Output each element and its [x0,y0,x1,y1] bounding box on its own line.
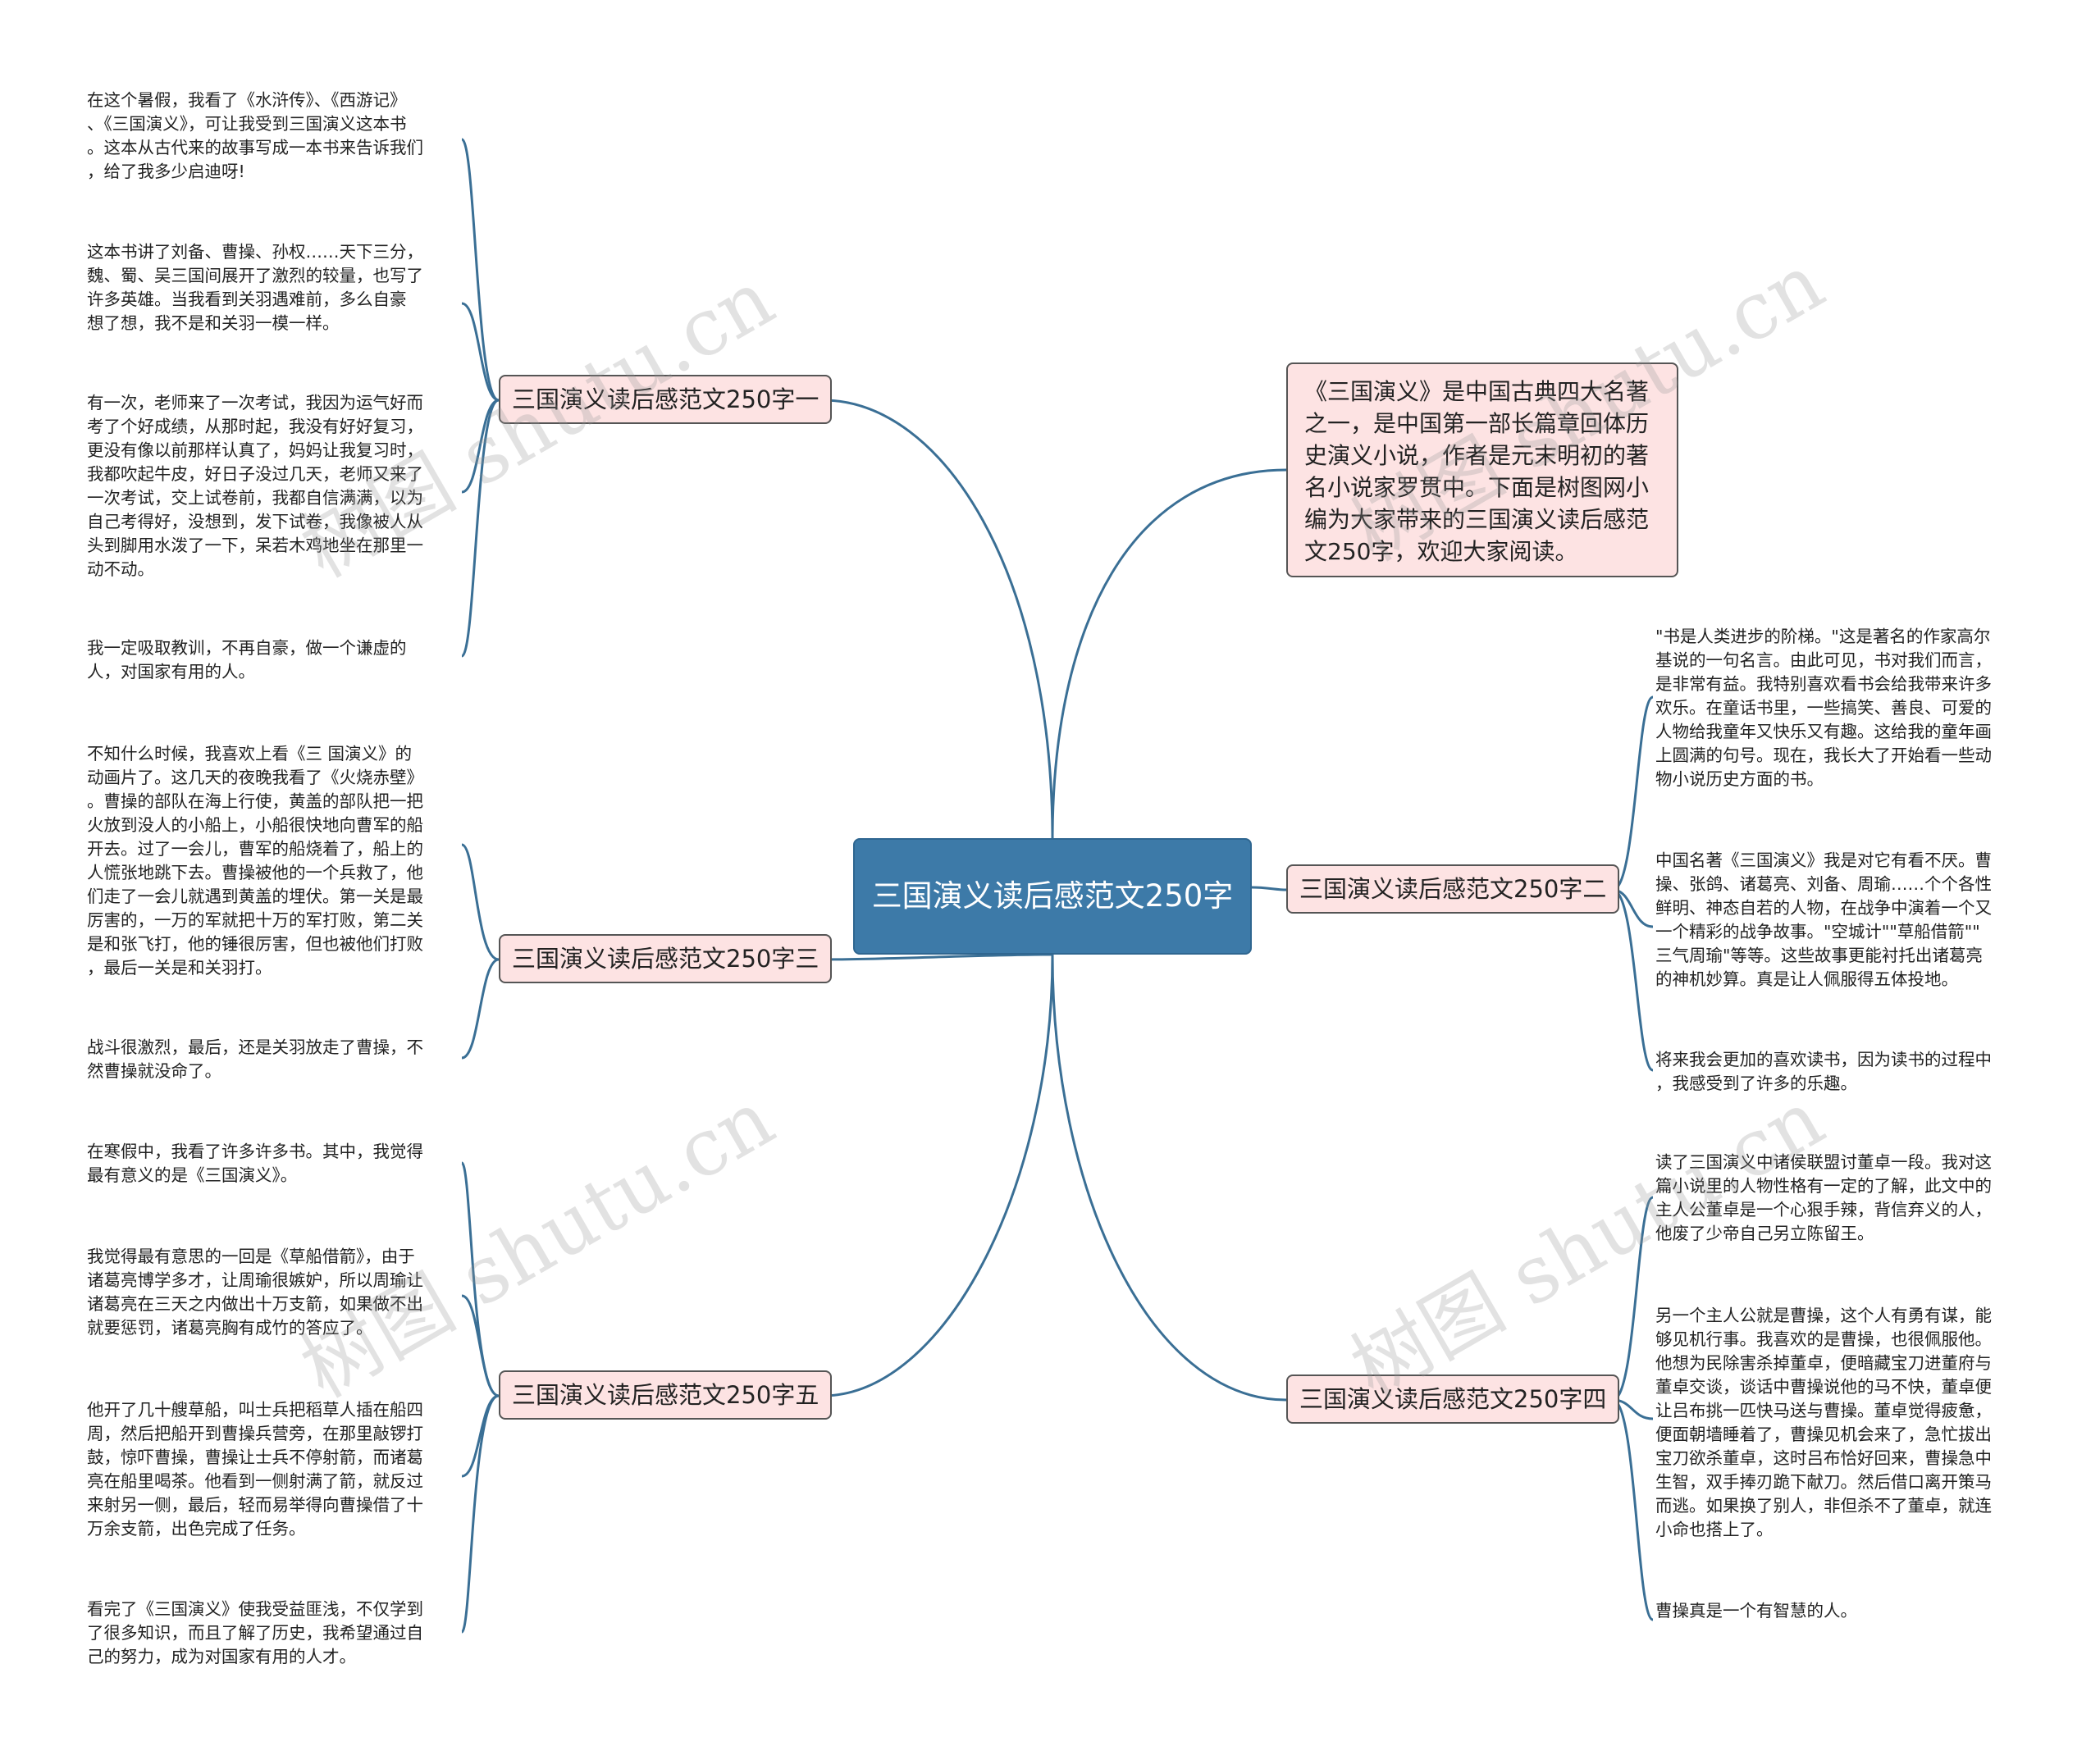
branch-5[interactable]: 三国演义读后感范文250字五 [499,1370,833,1420]
leaf-1-2: 这本书讲了刘备、曹操、孙权……天下三分， 魏、蜀、吴三国间展开了激烈的较量，也写… [87,242,423,333]
leaf-5-1: 在寒假中，我看了许多许多书。其中，我觉得 最有意义的是《三国演义》。 [87,1142,423,1185]
root-topic[interactable]: 三国演义读后感范文250字 [853,838,1252,955]
branch-3[interactable]: 三国演义读后感范文250字三 [499,934,833,983]
link-root-branch1 [822,399,1054,841]
leaf-3-2: 战斗很激烈，最后，还是关羽放走了曹操，不 然曹操就没命了。 [87,1037,423,1081]
branch-1[interactable]: 三国演义读后感范文250字一 [499,375,833,424]
leaf-5-3: 他开了几十艘草船，叫士兵把稻草人插在船四 周，然后把船开到曹操兵营旁，在那里敲锣… [87,1400,423,1539]
leaf-1-3: 有一次，老师来了一次考试，我因为运气好而 考了个好成绩，从那时起，我没有好好复习… [87,393,423,579]
leaf-5-2: 我觉得最有意思的一回是《草船借箭》，由于 诸葛亮博学多才，让周瑜很嫉妒，所以周瑜… [87,1247,423,1338]
link-root-intro [1051,468,1287,841]
leaf-2-1: "书是人类进步的阶梯。"这是著名的作家高尔 基说的一句名言。由此可见，书对我们而… [1655,627,1992,789]
leaf-1-4: 我一定吸取教训，不再自豪，做一个谦虚的 人，对国家有用的人。 [87,638,407,682]
link-root-branch5 [822,954,1054,1397]
leaf-3-1: 不知什么时候，我喜欢上看《三 国演义》的 动画片了。这几天的夜晚我看了《火烧赤壁… [87,744,423,978]
branch-label: 三国演义读后感范文250字五 [512,1381,819,1409]
leaf-4-1: 读了三国演义中诸侯联盟讨董卓一段。我对这 篇小说里的人物性格有一定的了解，此文中… [1655,1152,1992,1243]
branch-label: 三国演义读后感范文250字三 [512,945,819,973]
leaf-2-3: 将来我会更加的喜欢读书，因为读书的过程中 ，我感受到了许多的乐趣。 [1655,1050,1992,1093]
intro-node[interactable]: 《三国演义》是中国古典四大名著之一，是中国第一部长篇章回体历史演义小说，作者是元… [1286,362,1678,577]
leaf-4-3: 曹操真是一个有智慧的人。 [1655,1601,1857,1621]
branch-label: 三国演义读后感范文250字一 [512,385,819,413]
branch-label: 三国演义读后感范文250字二 [1299,875,1607,903]
link-root-branch2 [1251,886,1287,891]
leaf-1-1: 在这个暑假，我看了《水浒传》、《西游记》 、《三国演义》，可让我受到三国演义这本… [87,90,423,181]
branch-label: 三国演义读后感范文250字四 [1299,1385,1607,1413]
root-title: 三国演义读后感范文250字 [871,878,1234,914]
link-root-branch4 [1051,954,1287,1402]
leaf-4-2: 另一个主人公就是曹操，这个人有勇有谋，能 够见机行事。我喜欢的是曹操，也很佩服他… [1655,1306,1992,1539]
branch-2[interactable]: 三国演义读后感范文250字二 [1286,864,1620,914]
intro-text: 《三国演义》是中国古典四大名著之一，是中国第一部长篇章回体历史演义小说，作者是元… [1304,378,1650,565]
branch-4[interactable]: 三国演义读后感范文250字四 [1286,1374,1620,1424]
link-root-branch3 [822,953,1053,961]
leaf-2-2: 中国名著《三国演义》我是对它有看不厌。曹 操、张鸽、诸葛亮、刘备、周瑜……个个各… [1655,850,1992,989]
leaf-5-4: 看完了《三国演义》使我受益匪浅，不仅学到 了很多知识，而且了解了历史，我希望通过… [87,1599,423,1666]
